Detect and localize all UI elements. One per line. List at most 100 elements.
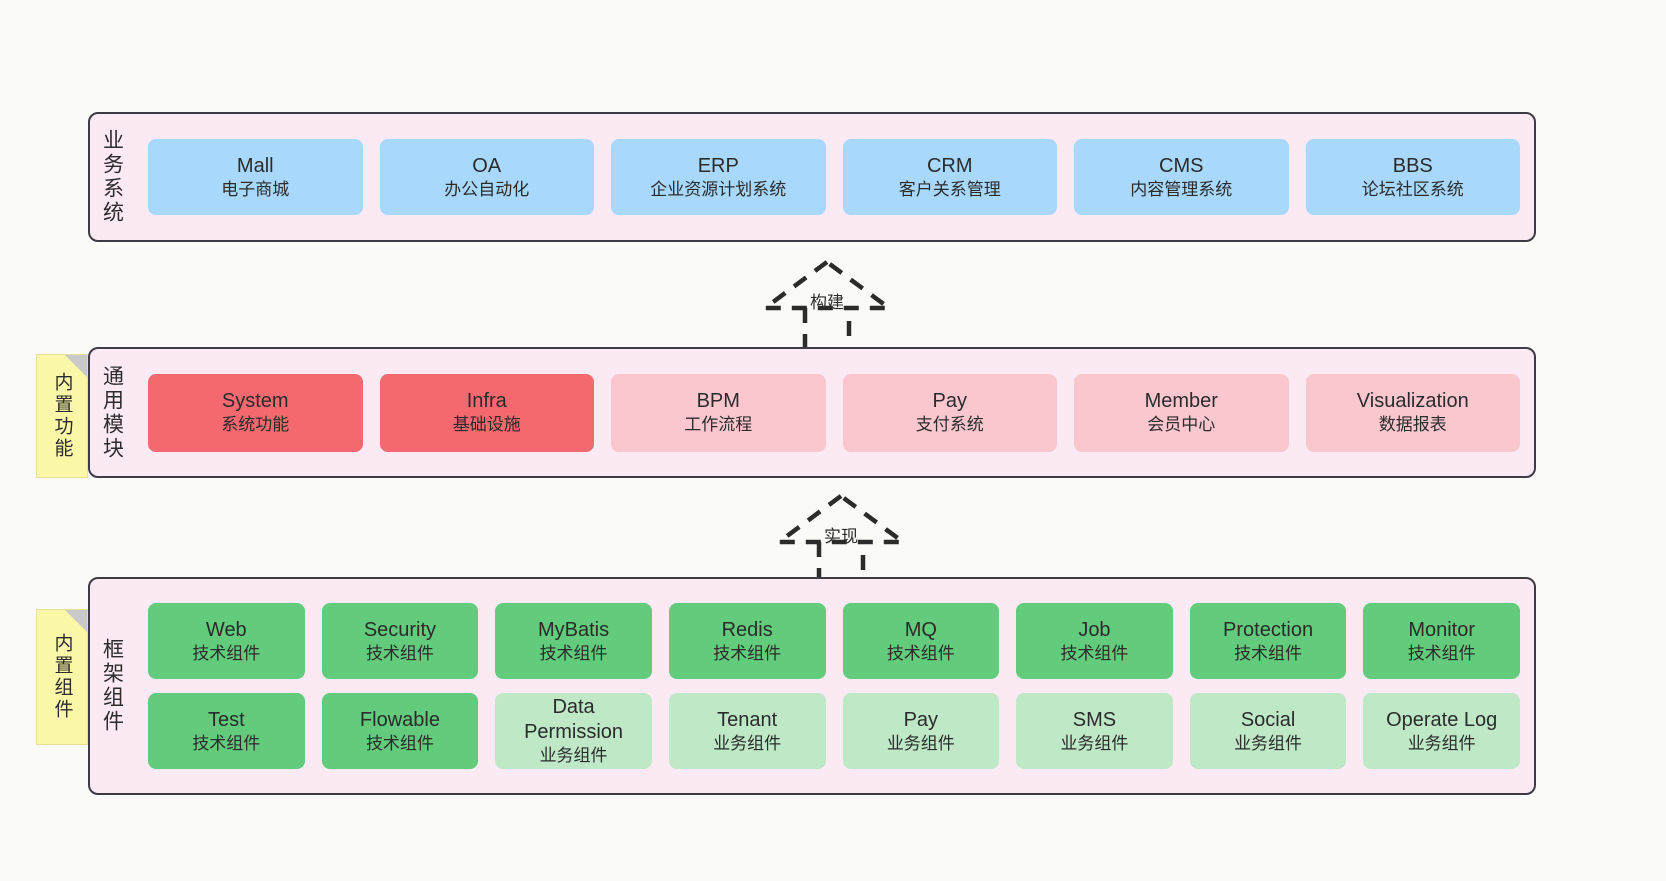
layer-title-business: 业务系统	[100, 129, 124, 225]
card-pay-component[interactable]: Pay 业务组件	[842, 693, 1000, 769]
card-subtitle: 业务组件	[886, 733, 955, 753]
card-bpm[interactable]: BPM 工作流程	[611, 373, 826, 452]
card-operate-log[interactable]: Operate Log 业务组件	[1363, 693, 1520, 769]
card-subtitle: 业务组件	[1407, 733, 1476, 753]
sticky-note-builtin-components: 内置组件	[36, 609, 88, 745]
card-title: MQ	[904, 618, 937, 641]
card-subtitle: 技术组件	[365, 733, 434, 753]
connector-label-build: 构建	[810, 293, 844, 312]
card-row: Web 技术组件 Security 技术组件 MyBatis 技术组件 Redi…	[148, 603, 1520, 679]
card-subtitle: 技术组件	[886, 643, 955, 663]
layer-title-framework: 框架组件	[100, 638, 124, 734]
card-subtitle: 技术组件	[365, 643, 434, 663]
card-cms[interactable]: CMS 内容管理系统	[1074, 139, 1289, 215]
card-subtitle: 内容管理系统	[1130, 179, 1233, 199]
card-row: System 系统功能 Infra 基础设施 BPM 工作流程 Pay 支付系统…	[148, 373, 1520, 452]
card-title: Tenant	[717, 708, 778, 731]
card-visualization[interactable]: Visualization 数据报表	[1305, 373, 1520, 452]
card-title: SMS	[1072, 708, 1117, 731]
layer-title-common: 通用模块	[100, 364, 124, 461]
sticky-note-label: 内置功能	[51, 372, 73, 460]
card-subtitle: 工作流程	[684, 415, 753, 435]
card-title: CRM	[926, 154, 973, 177]
card-title: Member	[1144, 390, 1218, 413]
cards-area-common: System 系统功能 Infra 基础设施 BPM 工作流程 Pay 支付系统…	[134, 349, 1534, 476]
card-title: ERP	[697, 154, 739, 177]
card-monitor[interactable]: Monitor 技术组件	[1363, 603, 1520, 679]
card-bbs[interactable]: BBS 论坛社区系统	[1305, 139, 1520, 215]
connector-realize: 实现	[761, 492, 921, 590]
card-protection[interactable]: Protection 技术组件	[1189, 603, 1347, 679]
card-subtitle: 系统功能	[221, 415, 290, 435]
connector-build: 构建	[747, 258, 907, 356]
card-subtitle: 业务组件	[1234, 733, 1303, 753]
card-subtitle: 支付系统	[915, 415, 984, 435]
cards-area-business: Mall 电子商城 OA 办公自动化 ERP 企业资源计划系统 CRM 客户关系…	[134, 114, 1534, 240]
card-title: Security	[363, 618, 437, 641]
sticky-note-label: 内置组件	[51, 633, 73, 721]
card-subtitle: 业务组件	[539, 746, 608, 766]
card-title: Operate Log	[1386, 708, 1498, 731]
card-title: Data Permission	[524, 696, 624, 744]
card-subtitle: 技术组件	[192, 643, 261, 663]
card-infra[interactable]: Infra 基础设施	[379, 373, 594, 452]
card-title: Job	[1078, 618, 1111, 641]
card-subtitle: 业务组件	[713, 733, 782, 753]
card-subtitle: 客户关系管理	[898, 179, 1001, 199]
layer-panel-framework: 框架组件 Web 技术组件 Security 技术组件 MyBatis 技术组件…	[88, 577, 1536, 795]
card-test[interactable]: Test 技术组件	[148, 693, 305, 769]
layer-panel-business: 业务系统 Mall 电子商城 OA 办公自动化 ERP 企业资源计划系统 CRM…	[88, 112, 1536, 242]
card-title: Social	[1240, 708, 1296, 731]
card-data-permission[interactable]: Data Permission 业务组件	[495, 693, 652, 769]
connector-label-realize: 实现	[824, 527, 858, 546]
card-mall[interactable]: Mall 电子商城	[148, 139, 363, 215]
card-subtitle: 技术组件	[192, 733, 261, 753]
card-security[interactable]: Security 技术组件	[321, 603, 479, 679]
card-social[interactable]: Social 业务组件	[1189, 693, 1347, 769]
card-job[interactable]: Job 技术组件	[1016, 603, 1173, 679]
card-sms[interactable]: SMS 业务组件	[1016, 693, 1173, 769]
card-row: Test 技术组件 Flowable 技术组件 Data Permission …	[148, 693, 1520, 769]
card-subtitle: 论坛社区系统	[1361, 179, 1464, 199]
card-title: Pay	[903, 708, 939, 731]
card-system[interactable]: System 系统功能	[148, 373, 363, 452]
card-title: Redis	[721, 618, 773, 641]
card-subtitle: 业务组件	[1060, 733, 1129, 753]
card-pay-module[interactable]: Pay 支付系统	[842, 373, 1057, 452]
card-subtitle: 电子商城	[221, 179, 290, 199]
page-fold-icon	[65, 355, 87, 377]
card-title: MyBatis	[538, 618, 610, 641]
card-subtitle: 办公自动化	[444, 179, 530, 199]
card-title: Visualization	[1356, 390, 1469, 413]
card-subtitle: 会员中心	[1147, 415, 1216, 435]
cards-area-framework: Web 技术组件 Security 技术组件 MyBatis 技术组件 Redi…	[134, 579, 1534, 793]
card-title: Mall	[236, 154, 274, 177]
card-title: Monitor	[1408, 618, 1476, 641]
page-fold-icon	[65, 610, 87, 632]
card-subtitle: 数据报表	[1378, 415, 1447, 435]
card-tenant[interactable]: Tenant 业务组件	[668, 693, 826, 769]
card-erp[interactable]: ERP 企业资源计划系统	[611, 139, 826, 215]
card-web[interactable]: Web 技术组件	[148, 603, 305, 679]
card-member[interactable]: Member 会员中心	[1074, 373, 1289, 452]
card-oa[interactable]: OA 办公自动化	[379, 139, 594, 215]
card-title: Pay	[932, 390, 967, 413]
card-subtitle: 技术组件	[1060, 643, 1129, 663]
card-title: System	[221, 390, 289, 413]
card-title: CMS	[1159, 154, 1204, 177]
layer-panel-common: 通用模块 System 系统功能 Infra 基础设施 BPM 工作流程 Pay…	[88, 347, 1536, 478]
card-subtitle: 技术组件	[713, 643, 782, 663]
card-title: Test	[207, 708, 245, 731]
card-flowable[interactable]: Flowable 技术组件	[321, 693, 479, 769]
card-title: Web	[205, 618, 247, 641]
card-mq[interactable]: MQ 技术组件	[842, 603, 1000, 679]
card-redis[interactable]: Redis 技术组件	[668, 603, 826, 679]
card-title: Protection	[1223, 618, 1314, 641]
card-subtitle: 企业资源计划系统	[650, 179, 787, 199]
card-crm[interactable]: CRM 客户关系管理	[842, 139, 1057, 215]
card-mybatis[interactable]: MyBatis 技术组件	[495, 603, 652, 679]
sticky-note-builtin-features: 内置功能	[36, 354, 88, 478]
card-title: Infra	[466, 390, 507, 413]
card-subtitle: 技术组件	[1407, 643, 1476, 663]
